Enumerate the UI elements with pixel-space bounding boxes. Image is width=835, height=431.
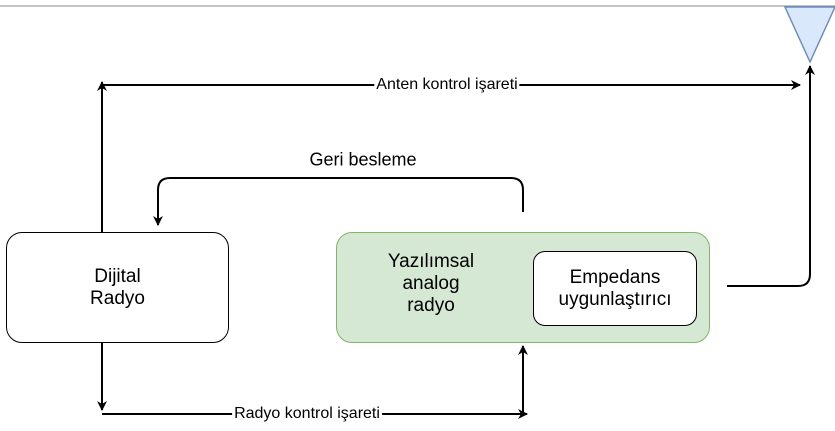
antenna-icon — [783, 6, 835, 64]
feedback-arrow — [153, 177, 524, 226]
software-analog-radio-label: Yazılımsal analog radyo — [365, 251, 497, 317]
digital-radio-label-1: Dijital — [94, 265, 141, 287]
digital-radio-node: Dijital Radyo — [6, 232, 229, 343]
impedance-matcher-label-1: Empedans — [569, 266, 661, 288]
software-analog-radio-label-3: radyo — [407, 295, 455, 316]
impedance-matcher-label-2: uygunlaştırıcı — [558, 288, 672, 310]
antenna-feed-arrow — [727, 65, 815, 287]
software-analog-radio-label-1: Yazılımsal — [387, 251, 475, 272]
feedback-label: Geri besleme — [307, 149, 419, 171]
software-analog-radio-label-2: analog — [402, 273, 460, 294]
antenna-control-label: Anten kontrol işareti — [374, 76, 520, 94]
impedance-matcher-node: Empedans uygunlaştırıcı — [533, 251, 697, 326]
digital-radio-label-2: Radyo — [90, 287, 145, 309]
radio-control-label: Radyo kontrol işareti — [232, 405, 382, 423]
